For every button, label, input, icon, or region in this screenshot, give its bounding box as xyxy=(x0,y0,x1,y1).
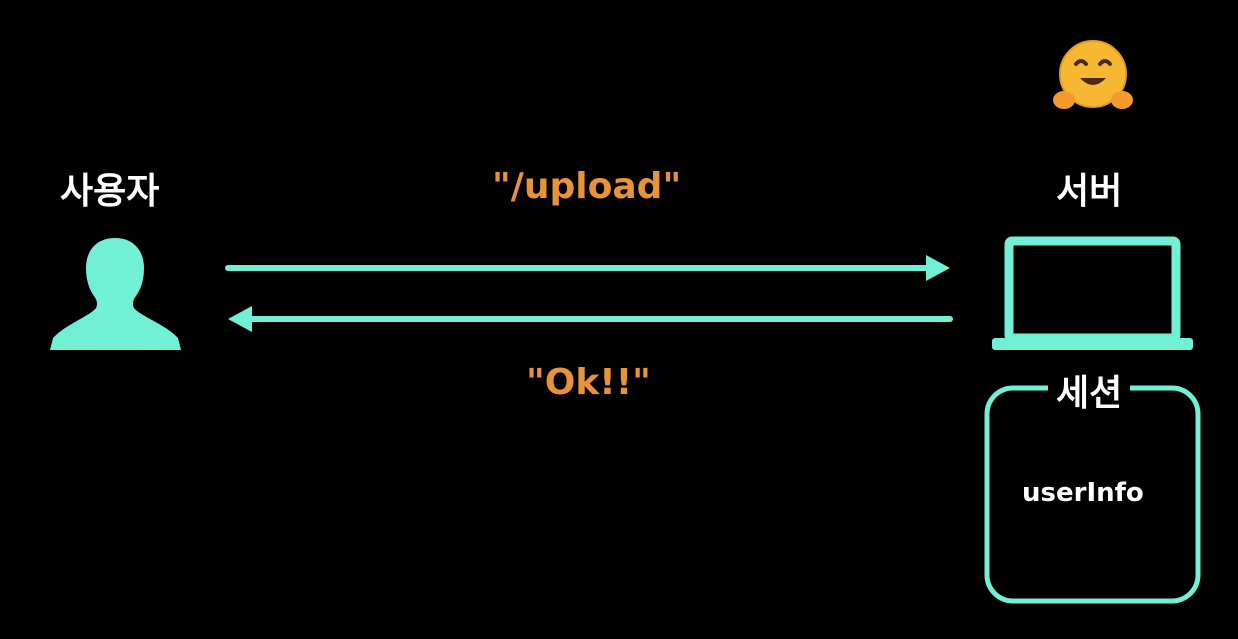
user-label: 사용자 xyxy=(60,171,160,212)
hugging-face-emoji-icon xyxy=(1053,40,1133,109)
server-label: 서버 xyxy=(1056,171,1123,212)
session-content: userInfo xyxy=(1022,478,1144,508)
person-icon xyxy=(50,238,181,350)
response-message: "Ok!!" xyxy=(526,362,651,403)
session-label: 세션 xyxy=(1048,364,1131,416)
laptop-icon xyxy=(992,236,1193,350)
request-message: "/upload" xyxy=(492,166,682,207)
response-arrow xyxy=(228,306,953,332)
request-arrow xyxy=(225,255,950,281)
